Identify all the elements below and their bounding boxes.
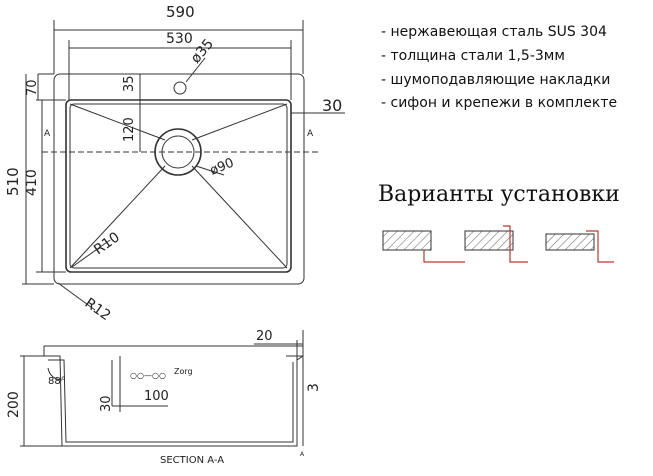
brand-mark: Zorg <box>174 367 193 376</box>
dim-section-height: 200 <box>6 391 22 418</box>
dim-inner-depth: 410 <box>24 169 40 196</box>
section-side-mark: A <box>300 451 305 458</box>
dim-drain-offset: 120 <box>122 117 137 142</box>
feature-item: - сифон и крепежи в комплекте <box>381 95 618 111</box>
dim-tap-offset: 35 <box>122 75 137 92</box>
sink-top-view <box>22 20 345 311</box>
feature-item: - шумоподавляющие накладки <box>381 72 611 88</box>
dim-section-thickness: 3 <box>306 383 322 392</box>
section-labels: 20 3 200 88° 30 100 ○○—○○ Zorg SECTION A… <box>6 329 322 466</box>
section-view <box>20 330 304 447</box>
installation-variants-title: Варианты установки <box>378 182 620 207</box>
feature-item: - нержавеющая сталь SUS 304 <box>381 24 607 40</box>
install-variant-flush <box>464 225 528 263</box>
install-variant-overmount <box>545 230 614 263</box>
install-variant-undermount <box>382 230 465 263</box>
dim-inner-width: 530 <box>166 31 193 47</box>
section-mark-right: A <box>307 129 314 139</box>
dim-section-drop: 30 <box>99 395 114 412</box>
dim-flange: 30 <box>322 96 342 115</box>
dim-top-offset: 70 <box>25 79 40 96</box>
dimension-labels: 590 530 ø35 35 70 120 30 ø90 510 410 R10… <box>4 3 342 324</box>
feature-item: - толщина стали 1,5-3мм <box>381 48 565 64</box>
section-mark-left: A <box>44 129 51 139</box>
dim-section-spacing: 100 <box>144 389 169 404</box>
dim-overall-width: 590 <box>166 3 195 21</box>
dim-overall-depth: 510 <box>4 167 22 196</box>
dim-inner-radius: R10 <box>91 229 123 258</box>
dim-outer-radius: R12 <box>82 295 114 324</box>
bolt-mark: ○○—○○ <box>130 371 166 380</box>
dim-section-angle: 88° <box>48 376 66 387</box>
dim-drain: ø90 <box>208 156 236 179</box>
section-label: SECTION A-A <box>160 455 224 466</box>
dim-section-lip: 20 <box>256 329 273 344</box>
